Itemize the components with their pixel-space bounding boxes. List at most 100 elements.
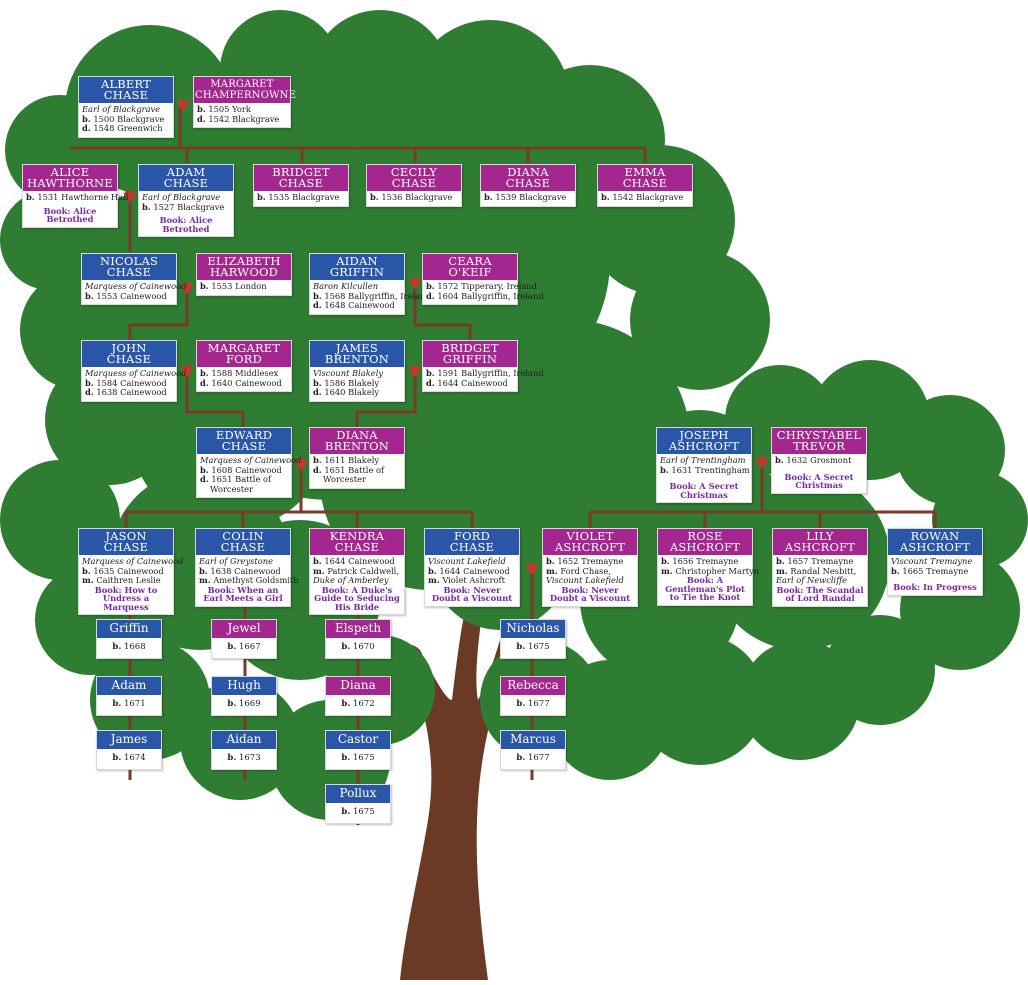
child-name: Adam	[97, 677, 161, 695]
book-link[interactable]: Book: How to Undress a Marquess	[94, 584, 158, 612]
detail-key: d.	[85, 387, 94, 398]
book-link[interactable]: Book: When an Earl Meets a Girl	[203, 584, 283, 604]
detail-key: b.	[85, 377, 94, 388]
detail-value: 1631 Trentingham	[671, 464, 750, 475]
book-link[interactable]: Book: A Duke's Guide to Seducing His Bri…	[314, 584, 400, 612]
child-birth: b. 1674	[97, 749, 161, 769]
book-link[interactable]: Book: A Secret Christmas	[784, 471, 854, 491]
birth-prefix: b.	[516, 753, 526, 763]
person-name-line: BRENTON	[324, 439, 390, 453]
heart-icon	[181, 365, 193, 377]
detail-value: Violet Ashcroft	[442, 575, 505, 586]
person-detail: b. 1638 Cainewood	[199, 566, 287, 577]
detail-value: 1553 Cainewood	[96, 290, 167, 301]
person-name-line: DIANA	[507, 165, 549, 179]
person-name-line: EMMA	[624, 165, 666, 179]
child-birth: b. 1668	[97, 638, 161, 658]
book-link[interactable]: Book: Never Doubt a Viscount	[431, 584, 513, 604]
person-detail: d. 1640 Cainewood	[200, 378, 288, 389]
detail-key: b.	[26, 192, 35, 202]
detail-value: 1535 Blackgrave	[268, 192, 340, 202]
person-name-line: LILY	[806, 529, 834, 543]
book-link[interactable]: Book: Alice Betrothed	[43, 205, 97, 225]
person-name-line: ROSE	[687, 529, 723, 543]
person-name-line: ALICE	[50, 165, 90, 179]
person-details: b. 1542 Blackgrave	[598, 191, 692, 206]
person-name-line: ADAM	[166, 165, 206, 179]
person-detail: b. 1572 Tipperary, Ireland	[426, 281, 537, 292]
book-link[interactable]: Book: In Progress	[893, 582, 977, 593]
person-detail: d. 1548 Greenwich	[82, 123, 170, 134]
person-name-line: VIOLET	[566, 529, 614, 543]
person-detail: d. 1648 Cainewood	[313, 300, 401, 311]
book-link[interactable]: Book: A Gentleman's Plot to Tie the Knot	[665, 575, 745, 603]
person-detail: b. 1586 Blakely	[313, 378, 401, 389]
person-name-line: ALBERT	[100, 77, 152, 91]
person-title: Earl of Greystone	[199, 556, 273, 566]
child-name: Aidan	[212, 731, 276, 749]
book-link[interactable]: Book: A Secret Christmas	[669, 481, 739, 500]
person-name-line: HAWTHORNE	[27, 176, 113, 190]
person-detail: d. 1638 Cainewood	[85, 387, 173, 398]
person-name-line: ASHCROFT	[784, 540, 856, 554]
book-link[interactable]: Book: Never Doubt a Viscount	[549, 584, 631, 604]
person-name-line: HARWOOD	[209, 265, 279, 279]
person-details: b. 1553 London	[197, 280, 291, 295]
child-birth: b. 1677	[501, 749, 565, 769]
heart-icon	[526, 563, 538, 575]
book-link[interactable]: Book: Alice Betrothed	[159, 215, 213, 234]
book-link[interactable]: Book: The Scandal of Lord Randal	[776, 584, 864, 604]
person-name-line: CHAMPERNOWNE	[195, 90, 297, 101]
person-detail: d. 1640 Blakely	[313, 387, 401, 398]
person-detail: b. 1608 Cainewood	[200, 465, 288, 476]
